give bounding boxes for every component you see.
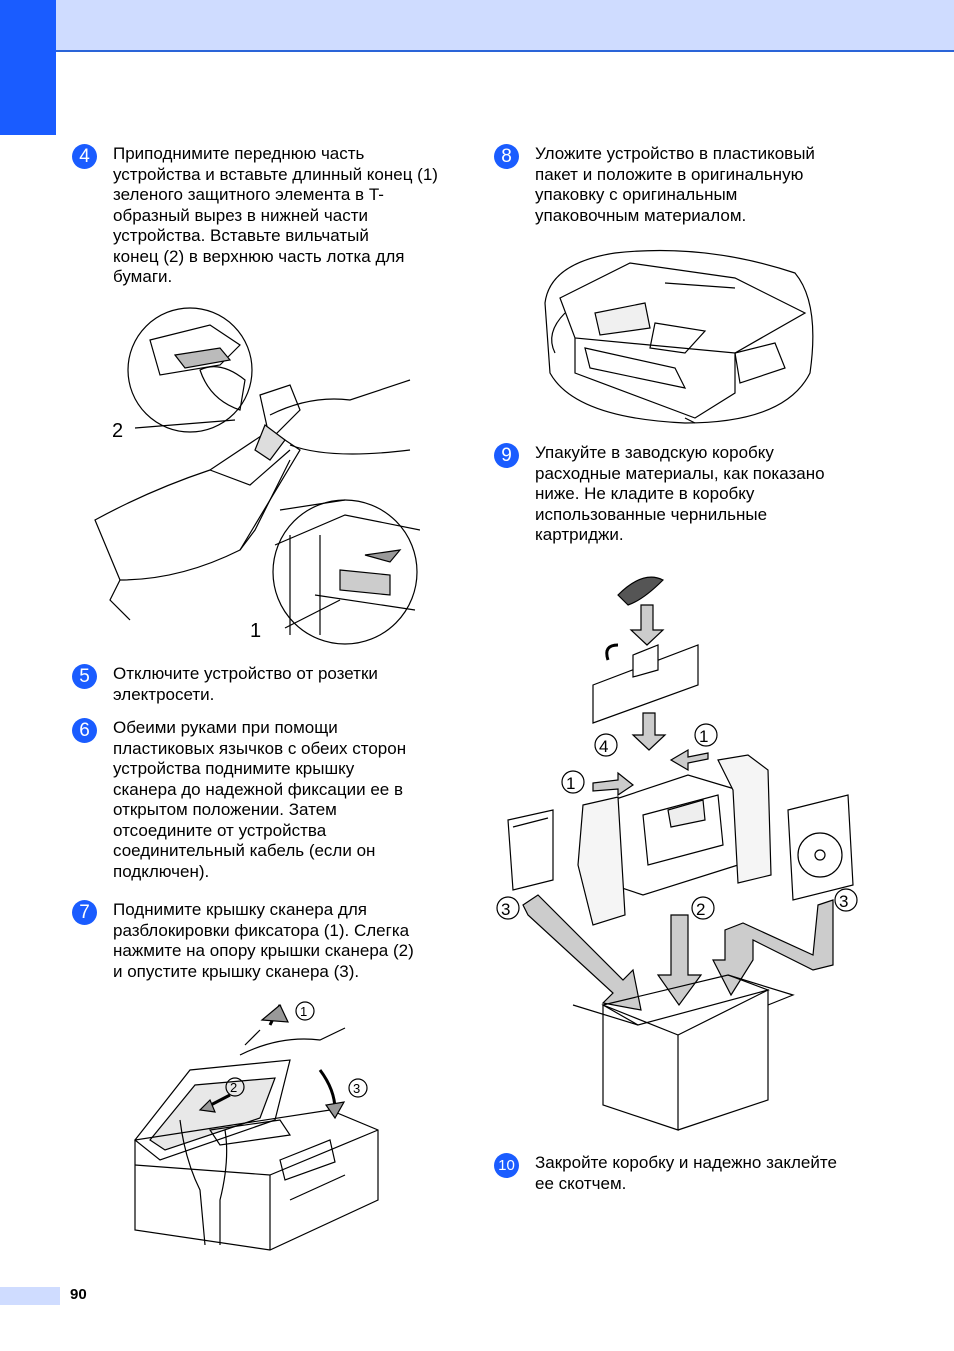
step-number-badge: 7 xyxy=(72,900,97,925)
callout-3: 3 xyxy=(501,900,510,919)
callout-1: 1 xyxy=(566,774,575,793)
callout-1: 1 xyxy=(300,1004,307,1019)
step-text: Поднимите крышку сканера для разблокиров… xyxy=(113,900,414,981)
footer-band xyxy=(0,1287,60,1305)
step-number-badge: 5 xyxy=(72,664,97,689)
step-number-badge: 10 xyxy=(494,1153,519,1178)
callout-2: 2 xyxy=(696,900,705,919)
step-text: Уложите устройство в пластиковый пакет и… xyxy=(535,144,815,225)
step-text: Отключите устройство от розетки электрос… xyxy=(113,664,378,704)
callout-1: 1 xyxy=(250,620,261,642)
figure-protective-part: 2 1 xyxy=(90,300,420,645)
step-number-badge: 9 xyxy=(494,443,519,468)
callout-2: 2 xyxy=(112,420,123,442)
figure-packed-device xyxy=(535,243,820,428)
step-number-badge: 4 xyxy=(72,144,97,169)
page-number: 90 xyxy=(70,1286,87,1303)
callout-3: 3 xyxy=(839,892,848,911)
step-text: Закройте коробку и надежно заклейте ее с… xyxy=(535,1153,837,1193)
figure-scanner-cover: 1 2 3 xyxy=(130,1000,390,1255)
callout-2: 2 xyxy=(230,1080,237,1095)
step-number-badge: 8 xyxy=(494,144,519,169)
callout-4: 4 xyxy=(599,737,608,756)
step-text: Приподнимите переднюю часть устройства и… xyxy=(113,144,438,286)
callout-3: 3 xyxy=(353,1081,360,1096)
step-text: Обеими руками при помощи пластиковых язы… xyxy=(113,718,407,881)
step-text: Упакуйте в заводскую коробку расходные м… xyxy=(535,443,825,544)
step-number-badge: 6 xyxy=(72,718,97,743)
callout-1: 1 xyxy=(699,727,708,746)
chapter-tab xyxy=(0,0,56,135)
figure-box-packing: 4 1 1 2 3 3 xyxy=(493,565,868,1135)
header-band xyxy=(0,0,954,52)
